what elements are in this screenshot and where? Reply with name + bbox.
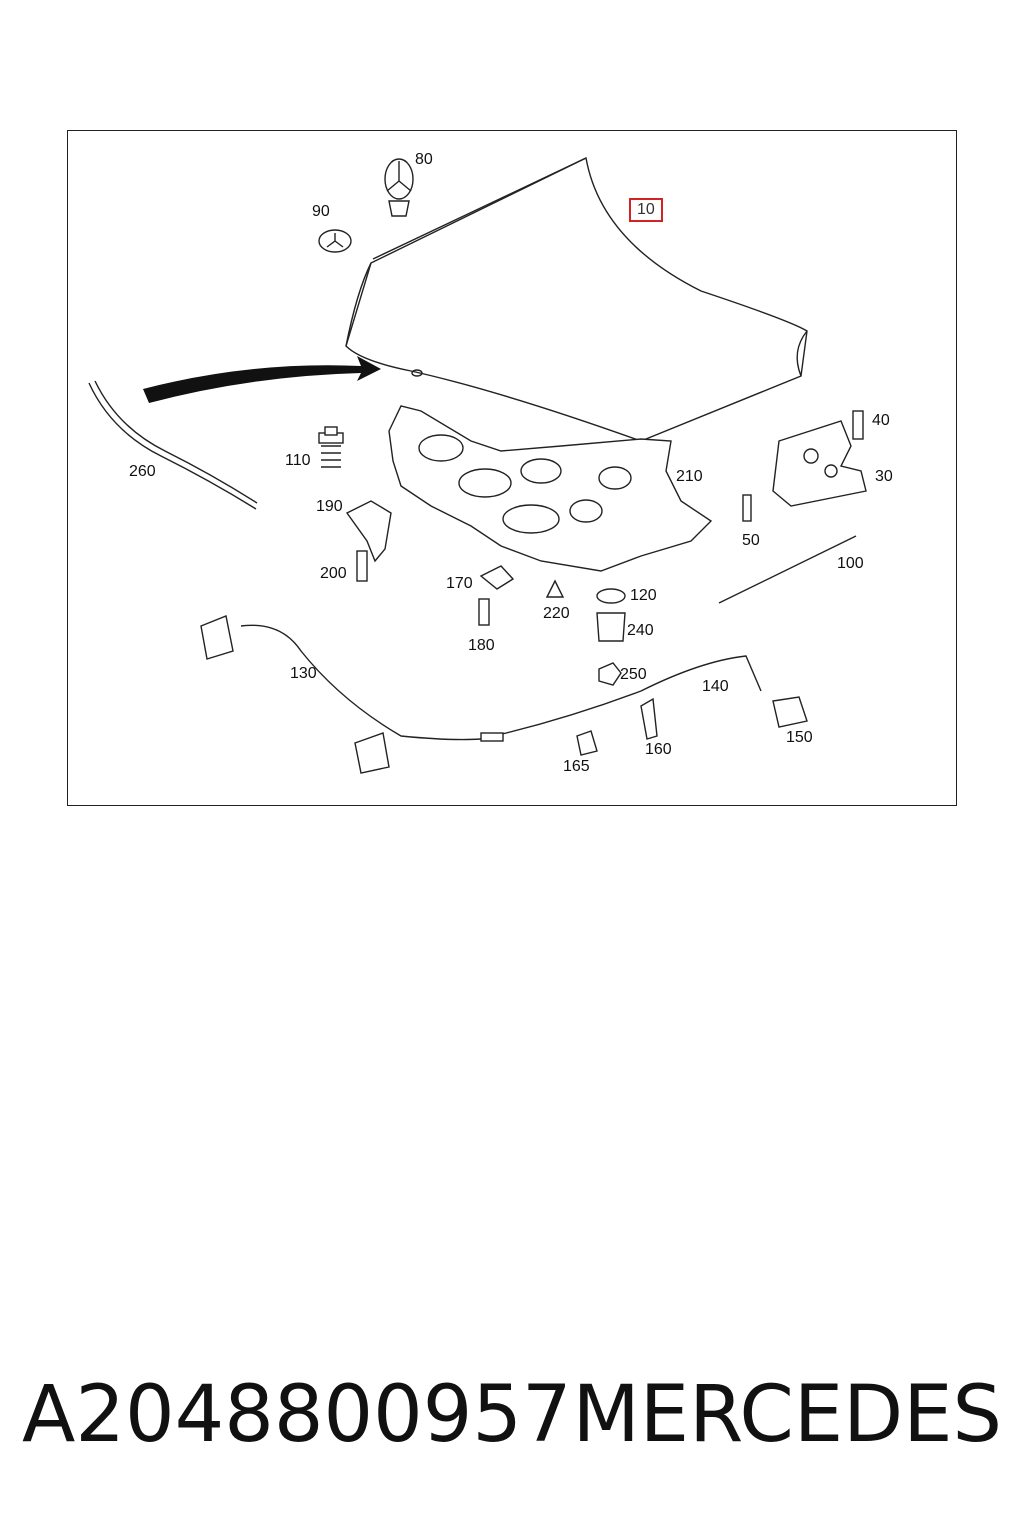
bracket: [345, 500, 392, 563]
direction-arrow: [143, 356, 381, 403]
release-cable: [200, 615, 808, 774]
bolt-40: [852, 410, 864, 440]
callout-110: 110: [285, 452, 311, 469]
callout-140: 140: [702, 678, 729, 695]
buffer-spring: [318, 426, 344, 468]
callout-120: 120: [630, 587, 657, 604]
callout-160: 160: [645, 741, 672, 758]
callout-250: 250: [620, 666, 647, 683]
insulation-mat: [388, 405, 713, 572]
gas-strut: [718, 535, 857, 604]
screw-180: [478, 598, 490, 626]
callout-165: 165: [563, 758, 590, 775]
callout-80: 80: [415, 151, 433, 168]
callout-30: 30: [875, 468, 893, 485]
bolt-50: [742, 494, 752, 522]
callout-200: 200: [320, 565, 347, 582]
callout-100: 100: [837, 555, 864, 572]
footer: A2048800957 MERCEDES: [0, 1370, 1024, 1470]
nut-250: [598, 662, 622, 686]
callout-150: 150: [786, 729, 813, 746]
callout-220: 220: [543, 605, 570, 622]
callout-40: 40: [872, 412, 890, 429]
star-emblem: [384, 158, 414, 217]
callout-130: 130: [290, 665, 317, 682]
brand-name: MERCEDES: [572, 1370, 1003, 1460]
callout-180: 180: [468, 637, 495, 654]
hood-panel: [345, 156, 808, 442]
diagram-illustration: [88, 156, 867, 774]
callout-170: 170: [446, 575, 473, 592]
washer-120: [596, 588, 626, 604]
callout-210: 210: [676, 468, 703, 485]
seal-strip: [88, 382, 257, 510]
callout-240: 240: [627, 622, 654, 639]
clip-170: [479, 565, 515, 590]
callout-190: 190: [316, 498, 343, 515]
stopper-240: [596, 612, 626, 642]
bolt-200: [356, 550, 368, 582]
parts-diagram: 10 80 90 40 30 50 100 110 260 190 200 21…: [67, 130, 957, 806]
callout-90: 90: [312, 203, 330, 220]
callout-10: 10: [629, 198, 663, 222]
part-number: A2048800957: [22, 1370, 572, 1460]
clip-220: [545, 579, 565, 598]
callout-260: 260: [129, 463, 156, 480]
hood-hinge: [772, 420, 867, 507]
callout-50: 50: [742, 532, 760, 549]
